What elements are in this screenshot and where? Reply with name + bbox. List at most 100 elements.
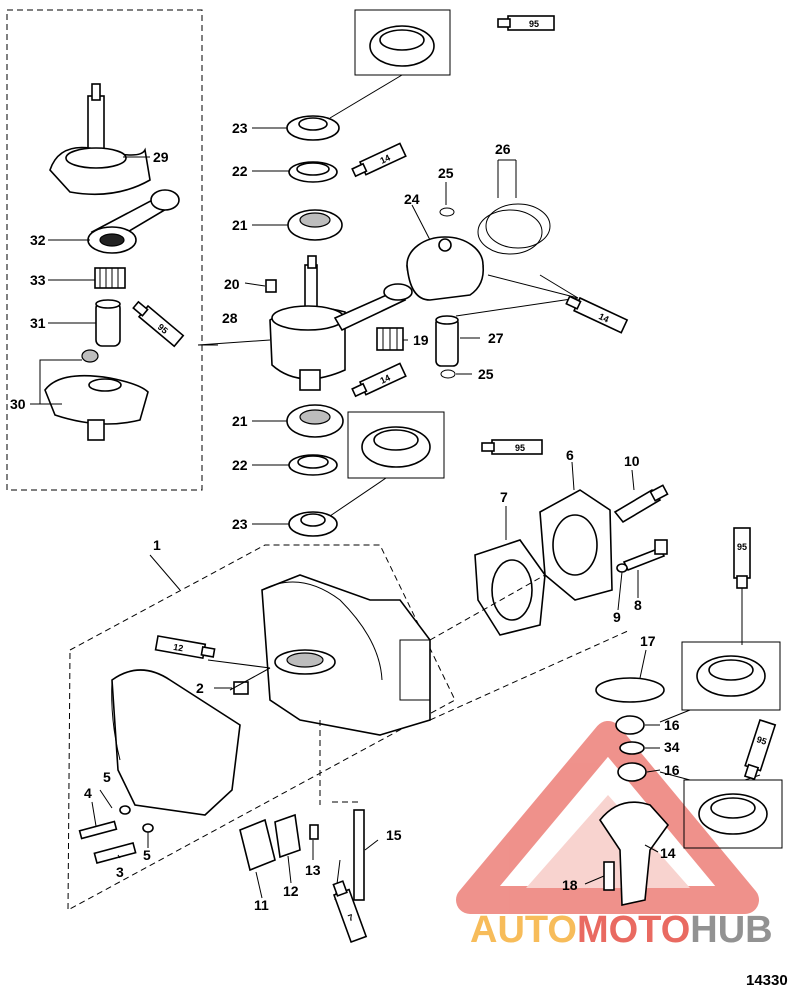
housing-14 bbox=[599, 801, 670, 906]
lubricant-tube-12: 12 bbox=[154, 635, 216, 660]
part-label-5b: 5 bbox=[143, 847, 151, 863]
part-label-22a: 22 bbox=[232, 163, 248, 179]
part-label-20: 20 bbox=[224, 276, 240, 292]
callout-lines bbox=[30, 127, 661, 899]
part-label-9: 9 bbox=[613, 609, 621, 625]
connecting-rod-32 bbox=[87, 189, 180, 254]
part-label-26: 26 bbox=[495, 141, 511, 157]
reed-valve-12 bbox=[274, 813, 301, 859]
part-label-16b: 16 bbox=[664, 762, 680, 778]
crankshaft-kit-box bbox=[6, 9, 203, 491]
lubricant-label: 7 bbox=[347, 912, 355, 923]
part-label-33: 33 bbox=[30, 272, 46, 288]
lubricant-label: 14 bbox=[378, 152, 391, 165]
lubricant-label: 95 bbox=[737, 542, 747, 552]
assembly-leader-lines bbox=[197, 74, 761, 901]
piston-24 bbox=[406, 236, 485, 301]
reed-plate-11 bbox=[239, 818, 276, 872]
lubricant-tube-95-vertical-b: 95 bbox=[743, 718, 777, 781]
watermark-part3: HUB bbox=[690, 909, 772, 951]
crankshaft-half-29 bbox=[49, 83, 151, 196]
crankcase-cover bbox=[111, 669, 241, 816]
needle-bearing-33 bbox=[94, 267, 126, 289]
needle-bearing-19 bbox=[376, 327, 404, 351]
screw-4 bbox=[78, 820, 118, 840]
lubricant-label: 95 bbox=[755, 734, 768, 747]
circlip-25-bottom bbox=[440, 369, 456, 379]
seal-box-middle bbox=[347, 411, 445, 479]
part-label-25b: 25 bbox=[478, 366, 494, 382]
cylinder-block-1 bbox=[261, 574, 431, 736]
screw-3 bbox=[93, 842, 137, 864]
part-label-21a: 21 bbox=[232, 217, 248, 233]
lubricant-label: 95 bbox=[156, 322, 170, 336]
part-label-4: 4 bbox=[84, 785, 92, 801]
part-label-14: 14 bbox=[660, 845, 676, 861]
part-label-22b: 22 bbox=[232, 457, 248, 473]
seal-box-right-top bbox=[681, 641, 781, 711]
screw-13 bbox=[309, 824, 319, 840]
spark-plug-10 bbox=[613, 484, 669, 524]
part-label-23b: 23 bbox=[232, 516, 248, 532]
lubricant-label: 95 bbox=[529, 19, 539, 29]
lubricant-label: 95 bbox=[515, 443, 525, 453]
part-label-25a: 25 bbox=[438, 165, 454, 181]
lubricant-tube-95-mid: 95 bbox=[481, 439, 543, 455]
key-20 bbox=[265, 279, 277, 293]
cylinder-head-6 bbox=[539, 489, 613, 601]
watermark-text: AUTOMOTOHUB bbox=[470, 909, 773, 951]
part-label-34: 34 bbox=[664, 739, 680, 755]
part-label-24: 24 bbox=[404, 191, 420, 207]
part-label-17: 17 bbox=[640, 633, 656, 649]
part-label-28: 28 bbox=[222, 310, 238, 326]
part-label-12: 12 bbox=[283, 883, 299, 899]
part-label-16a: 16 bbox=[664, 717, 680, 733]
part-labels: 1 2 3 4 5 5 6 7 8 9 10 11 12 13 14 15 16… bbox=[10, 120, 680, 913]
gasket-17 bbox=[595, 677, 665, 703]
ball-bearing-21-bottom bbox=[286, 404, 344, 438]
lubricant-tube-14-a: 14 bbox=[351, 142, 407, 178]
oil-seal-23-bottom bbox=[288, 511, 338, 537]
part-label-8: 8 bbox=[634, 597, 642, 613]
circlip-25-top bbox=[439, 207, 455, 217]
piston-rings-26 bbox=[477, 203, 551, 255]
lubricant-tube-95-left: 95 bbox=[132, 300, 185, 348]
part-label-6: 6 bbox=[566, 447, 574, 463]
part-label-13: 13 bbox=[305, 862, 321, 878]
lubricant-tube-14-b: 14 bbox=[351, 362, 407, 398]
svg-text:AUTOMOTOHUB: AUTOMOTOHUB bbox=[470, 909, 773, 951]
washer-22-top bbox=[288, 161, 338, 183]
ball-bearing-21-top bbox=[287, 209, 343, 241]
part-label-27: 27 bbox=[488, 330, 504, 346]
part-label-31: 31 bbox=[30, 315, 46, 331]
washer-9 bbox=[616, 563, 628, 573]
part-label-30: 30 bbox=[10, 396, 26, 412]
lubricant-label: 12 bbox=[172, 642, 184, 654]
part-label-19: 19 bbox=[413, 332, 429, 348]
part-label-18: 18 bbox=[562, 877, 578, 893]
lubricant-tube-95-top: 95 bbox=[497, 15, 555, 31]
oil-seal-23-top bbox=[286, 115, 340, 141]
watermark-part2: MOTO bbox=[577, 909, 690, 951]
part-label-10: 10 bbox=[624, 453, 640, 469]
lubricant-tube-14-right: 14 bbox=[565, 295, 629, 334]
piston-pin-27 bbox=[435, 315, 459, 367]
part-label-3: 3 bbox=[116, 864, 124, 880]
figure-number: 14330 bbox=[746, 972, 788, 989]
seal-box-top bbox=[354, 9, 451, 76]
part-label-11: 11 bbox=[254, 897, 269, 913]
part-label-1: 1 bbox=[153, 537, 161, 553]
washer-34 bbox=[619, 741, 645, 755]
seal-box-right-bottom bbox=[683, 779, 783, 849]
part-label-32: 32 bbox=[30, 232, 46, 248]
part-label-21b: 21 bbox=[232, 413, 248, 429]
part-label-5a: 5 bbox=[103, 769, 111, 785]
watermark-part1: AUTO bbox=[470, 909, 577, 951]
lubricant-tube-95-vertical-a: 95 bbox=[733, 527, 751, 589]
dowel-15 bbox=[353, 809, 365, 901]
gasket-7 bbox=[474, 539, 546, 636]
part-label-7: 7 bbox=[500, 489, 508, 505]
part-label-29: 29 bbox=[153, 149, 169, 165]
lubricant-tube-7: 7 bbox=[332, 880, 368, 944]
